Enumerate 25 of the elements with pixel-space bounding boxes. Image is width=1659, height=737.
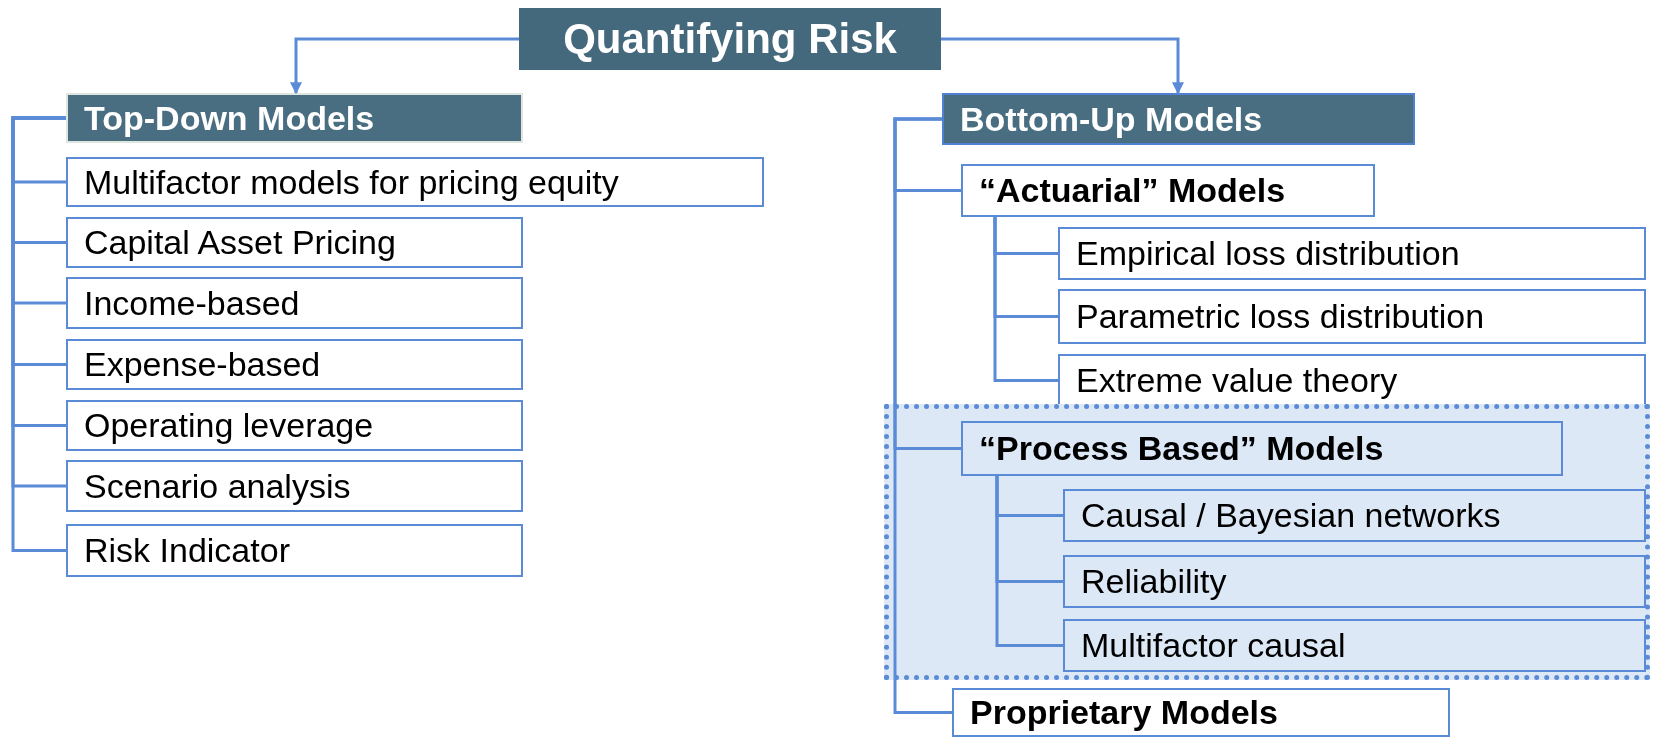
model-box: Parametric loss distribution [1058,289,1646,344]
model-box: Expense-based [66,339,523,390]
model-box: Capital Asset Pricing [66,217,523,268]
highlight-band [884,404,1650,680]
arrow [941,37,1184,95]
model-box: Scenario analysis [66,460,523,512]
title-box: Quantifying Risk [519,8,941,70]
model-box: Operating leverage [66,400,523,451]
arrow [290,37,519,95]
model-box: Multifactor causal [1063,619,1646,672]
model-box: Empirical loss distribution [1058,227,1646,280]
connector-line [893,117,952,714]
model-box: Multifactor models for pricing equity [66,157,764,207]
category-header: Bottom-Up Models [942,93,1415,145]
model-box: Extreme value theory [1058,354,1646,407]
model-box: Income-based [66,277,523,329]
connector-line [993,217,1058,382]
category-header: Top-Down Models [66,93,523,143]
subcategory-box: Proprietary Models [952,688,1450,737]
model-box: Risk Indicator [66,524,523,577]
model-box: Reliability [1063,555,1646,608]
model-box: Causal / Bayesian networks [1063,489,1646,542]
connector-line [995,476,1063,647]
subcategory-box: “Process Based” Models [961,421,1563,476]
subcategory-box: “Actuarial” Models [961,164,1375,217]
